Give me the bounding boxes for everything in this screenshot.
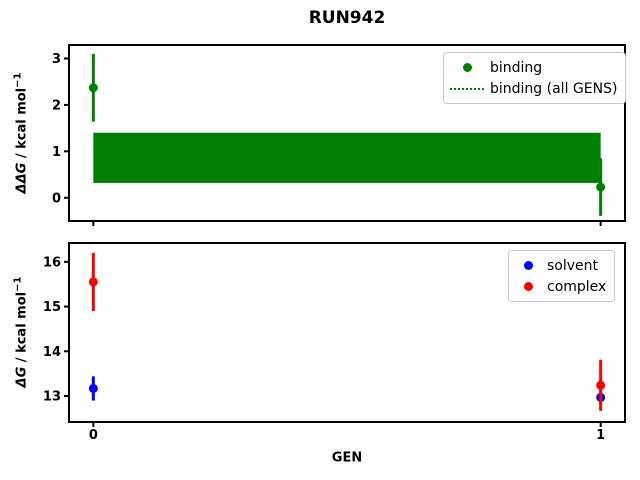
- y-tick-label: 2: [52, 98, 61, 113]
- dotted-line-icon: [450, 87, 484, 90]
- y-tick-label: 3: [52, 52, 61, 67]
- bottom-y-axis-label: ΔG / kcal mol−1: [12, 277, 29, 388]
- data-point-solvent-gen0: [88, 383, 98, 393]
- binding-marker-icon: [462, 63, 472, 72]
- data-point-binding-gen0: [88, 83, 98, 93]
- legend-item-binding: binding: [444, 57, 617, 78]
- legend-marker-cell: [509, 261, 547, 270]
- y-tick-label: 13: [43, 390, 61, 405]
- figure-title: RUN942: [308, 8, 386, 28]
- legend-marker-cell: [444, 63, 490, 72]
- data-point-binding-gen1: [596, 182, 606, 192]
- top-ylabel-math: ΔΔG: [14, 162, 30, 194]
- x-axis-label: GEN: [331, 450, 363, 466]
- bottom-plot-area: [68, 242, 626, 423]
- complex-marker-icon: [523, 282, 533, 291]
- legend-item-binding-all-gens: binding (all GENS): [444, 78, 617, 99]
- x-tick-label: 1: [596, 428, 605, 443]
- legend-label-complex: complex: [547, 278, 607, 295]
- y-tick-label: 15: [43, 300, 61, 315]
- top-plot-area: [68, 44, 626, 222]
- top-ylabel-units: / kcal mol: [14, 87, 30, 163]
- legend-label-binding: binding: [490, 59, 543, 76]
- x-tick-label: 0: [89, 428, 98, 443]
- bottom-ylabel-math: ΔG: [14, 366, 30, 388]
- legend-label-binding-all-gens: binding (all GENS): [490, 80, 618, 97]
- data-point-complex-gen0: [88, 277, 98, 287]
- legend-top: binding binding (all GENS): [443, 52, 627, 104]
- y-tick-label: 0: [52, 191, 61, 206]
- y-tick-label: 1: [52, 145, 61, 160]
- legend-label-solvent: solvent: [547, 257, 599, 274]
- y-tick-label: 14: [43, 345, 61, 360]
- legend-item-complex: complex: [509, 276, 606, 297]
- y-tick-label: 16: [43, 255, 61, 270]
- legend-marker-cell: [444, 87, 490, 90]
- solvent-marker-icon: [523, 261, 533, 270]
- legend-marker-cell: [509, 282, 547, 291]
- data-point-complex-gen1: [596, 380, 606, 390]
- top-y-axis-label: ΔΔG / kcal mol−1: [12, 73, 29, 194]
- top-ylabel-exponent: −1: [12, 72, 24, 88]
- legend-item-solvent: solvent: [509, 255, 606, 276]
- bottom-ylabel-units: / kcal mol: [14, 291, 30, 367]
- legend-bottom: solvent complex: [508, 250, 616, 302]
- uncertainty-band: [93, 132, 601, 183]
- bottom-ylabel-exponent: −1: [12, 276, 24, 292]
